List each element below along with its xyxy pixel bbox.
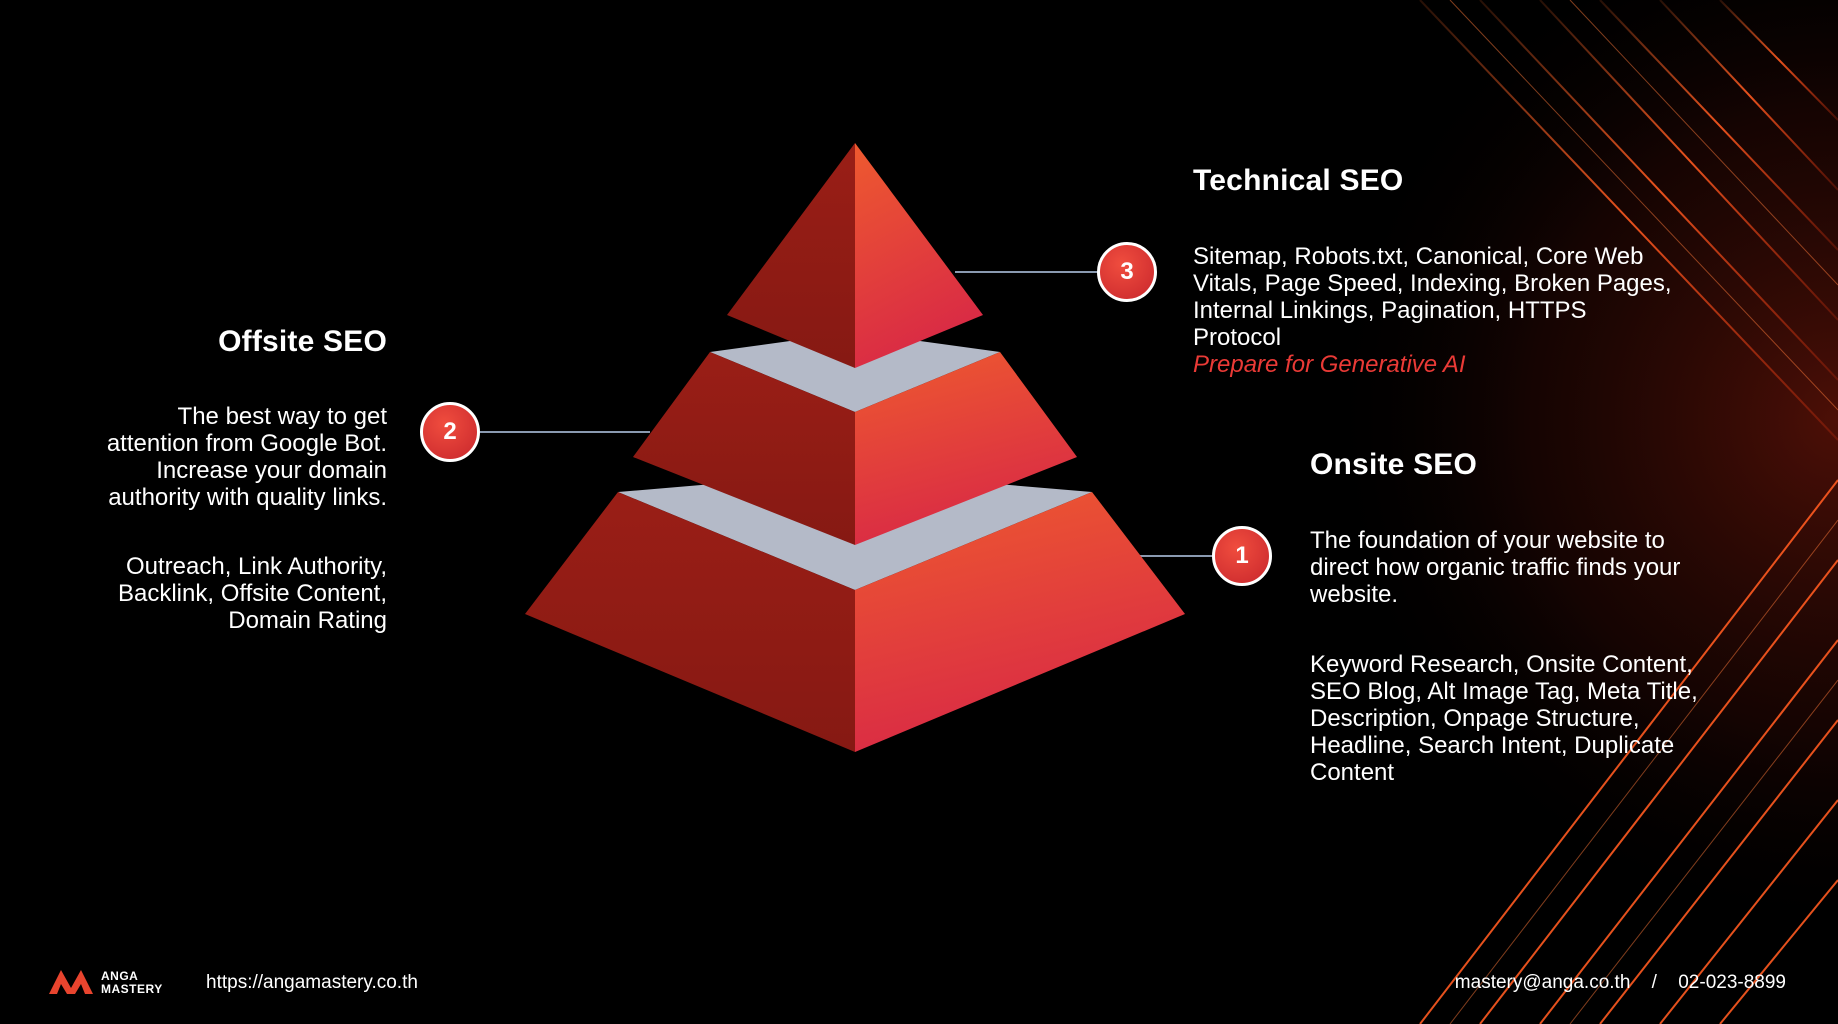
contact-info: mastery@anga.co.th / 02-023-8899 [1455,972,1786,994]
pyramid-tier-offsite [633,332,1077,545]
onsite-keyword-line: Headline, Search Intent, Duplicate [1310,732,1675,759]
offsite-description-line: authority with quality links. [108,484,387,511]
logo-line-2: MASTERY [101,982,163,996]
technical-line: Protocol [1193,324,1282,351]
offsite-description-line: attention from Google Bot. [106,430,387,457]
offsite-seo-description: The best way to get attention from Googl… [27,403,387,511]
technical-seo-title: Technical SEO [1193,164,1404,197]
technical-highlight: Prepare for Generative AI [1193,351,1466,378]
offsite-description-line: The best way to get [177,403,387,430]
email-link[interactable]: mastery@anga.co.th [1454,972,1631,993]
onsite-description-line: The foundation of your website to [1310,527,1665,554]
pyramid-tier-technical [727,143,983,368]
onsite-description-line: website. [1310,581,1399,608]
offsite-seo-title: Offsite SEO [218,325,387,358]
logo-line-1: ANGA [101,969,139,983]
onsite-seo-description: The foundation of your website to direct… [1310,527,1770,608]
technical-seo-description: Sitemap, Robots.txt, Canonical, Core Web… [1193,243,1713,378]
technical-line: Sitemap, Robots.txt, Canonical, Core Web [1193,243,1644,270]
onsite-seo-title: Onsite SEO [1310,448,1478,481]
website-link[interactable]: https://angamastery.co.th [206,972,418,993]
logo-wordmark: ANGA MASTERY [101,970,163,996]
onsite-seo-keywords: Keyword Research, Onsite Content, SEO Bl… [1310,651,1770,786]
onsite-keyword-line: Keyword Research, Onsite Content, [1310,651,1693,678]
onsite-keyword-line: Description, Onpage Structure, [1310,705,1640,732]
offsite-seo-keywords: Outreach, Link Authority, Backlink, Offs… [27,553,387,634]
offsite-keyword-line: Backlink, Offsite Content, [117,580,387,607]
phone-number[interactable]: 02-023-8899 [1678,972,1786,993]
offsite-keyword-line: Domain Rating [228,607,387,634]
offsite-keyword-line: Outreach, Link Authority, [125,553,387,580]
technical-line: Internal Linkings, Pagination, HTTPS [1193,297,1587,324]
onsite-keyword-line: Content [1310,759,1395,786]
anga-mastery-logo-icon [49,970,93,994]
step-badge-3: 3 [1097,242,1157,302]
step-badge-2: 2 [420,402,480,462]
step-badge-1: 1 [1212,526,1272,586]
contact-separator: / [1651,972,1657,993]
onsite-description-line: direct how organic traffic finds your [1310,554,1681,581]
offsite-description-line: Increase your domain [156,457,387,484]
pyramid-tier-onsite [525,472,1185,752]
onsite-keyword-line: SEO Blog, Alt Image Tag, Meta Title, [1310,678,1698,705]
technical-line: Vitals, Page Speed, Indexing, Broken Pag… [1193,270,1672,297]
